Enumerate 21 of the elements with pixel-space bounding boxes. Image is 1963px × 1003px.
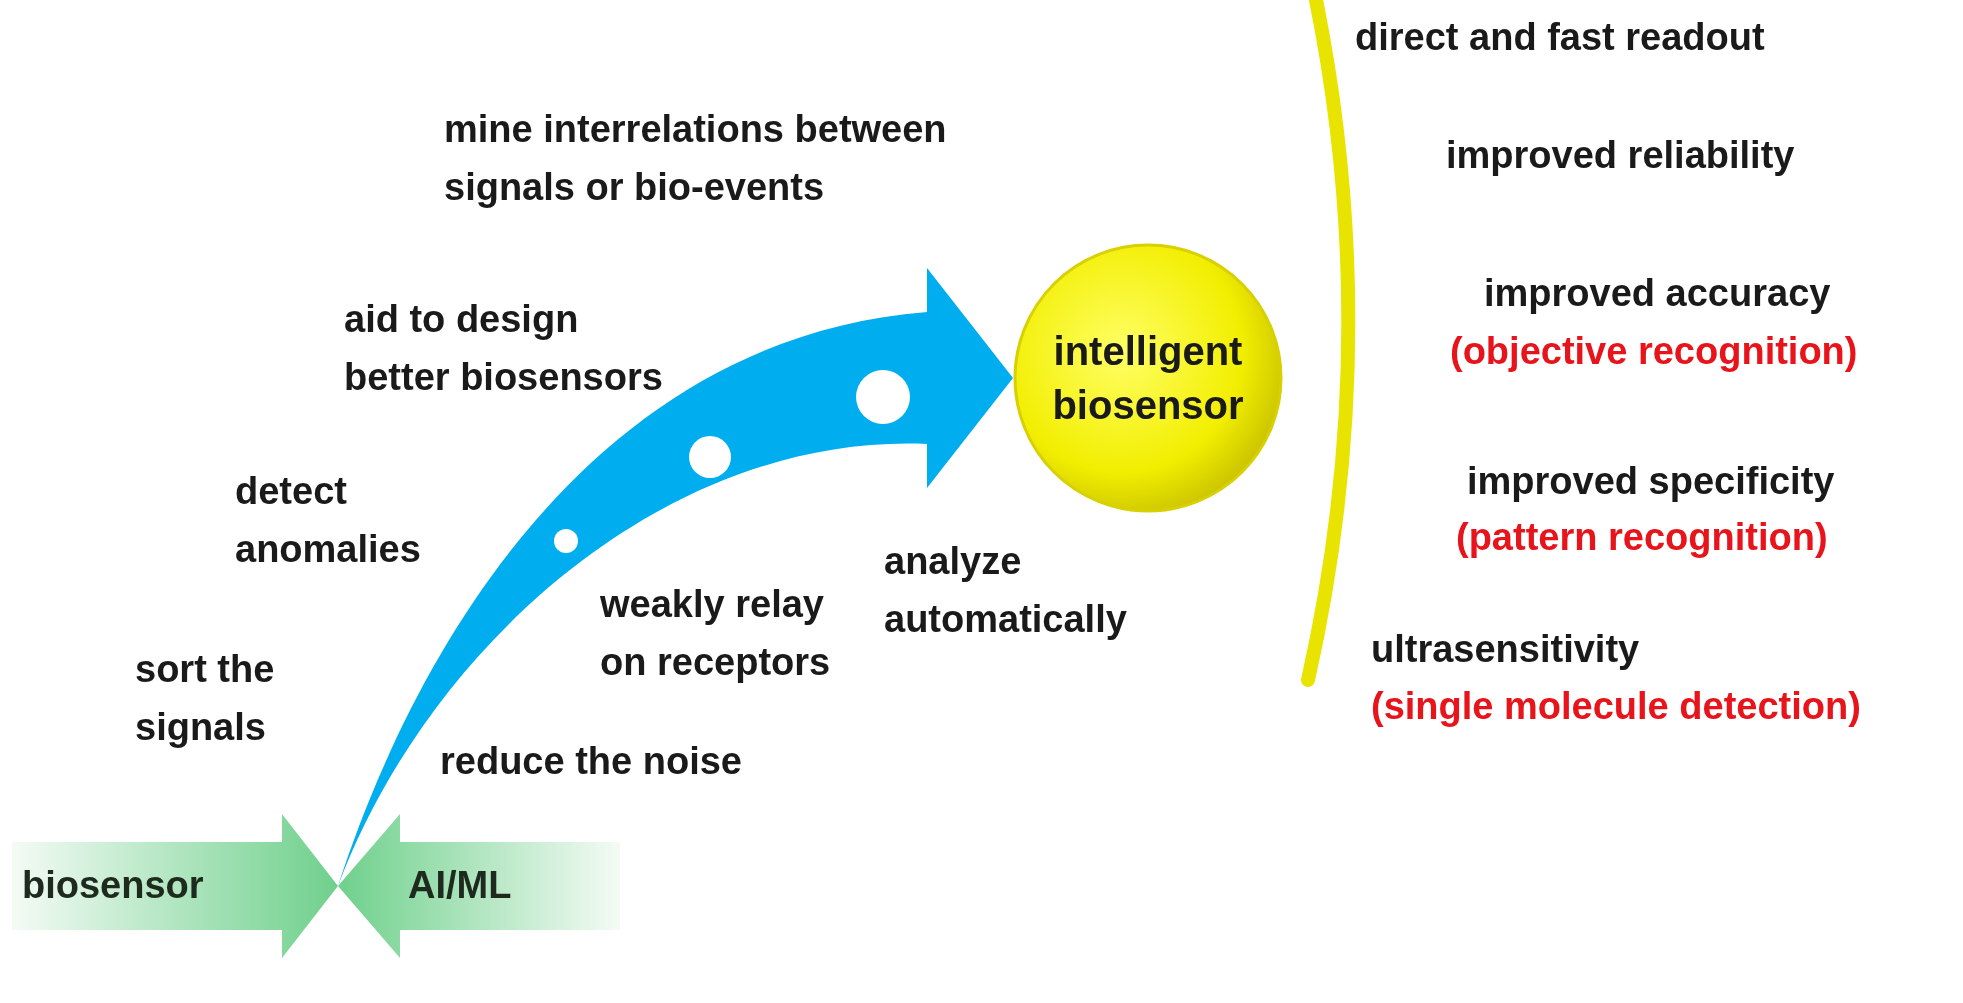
arrow-shaped-box	[12, 814, 338, 958]
circle-node	[1013, 243, 1283, 513]
feature-text: mine interrelations between signals or bio-events	[444, 107, 948, 210]
note-text: (single molecule detection)	[1371, 684, 1861, 729]
arrow-shaped-box	[338, 814, 620, 958]
feature-text: direct and fast readout	[1355, 15, 1765, 60]
feature-text: detect anomalies	[235, 469, 422, 572]
node-label: intelligent biosensor	[1051, 328, 1245, 429]
feature-text: ultrasensitivity	[1371, 627, 1640, 672]
note-text: (pattern recognition)	[1456, 515, 1828, 560]
feature-text: weakly relay on receptors	[600, 582, 832, 685]
node-label: AI/ML	[408, 864, 512, 907]
feature-text: sort the signals	[135, 647, 276, 750]
node-label: biosensor	[22, 864, 204, 907]
note-text: (objective recognition)	[1450, 329, 1858, 374]
feature-text: improved reliability	[1446, 133, 1795, 178]
feature-text: reduce the noise	[440, 739, 742, 784]
feature-text: improved accuracy	[1484, 271, 1831, 316]
feature-text: analyze automatically	[884, 539, 1128, 642]
feature-text: aid to design better biosensors	[344, 297, 664, 400]
feature-text: improved specificity	[1467, 459, 1835, 504]
